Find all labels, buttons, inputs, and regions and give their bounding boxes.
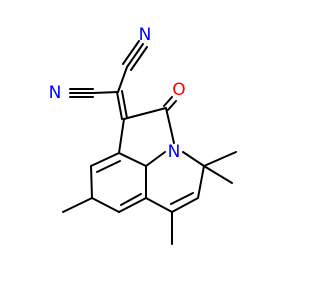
bond-layer <box>62 40 237 245</box>
structure-drawing: N N O N <box>49 25 237 245</box>
bond-c5-c6-double <box>170 192 199 213</box>
atom-label-layer: N N O N <box>49 25 186 162</box>
bond-c8a-c8b <box>118 152 147 167</box>
atom-label-n-top: N <box>139 25 152 45</box>
bond-n-c8b <box>145 151 166 167</box>
bond-c9-c10 <box>90 165 93 199</box>
bond-c10-c11 <box>91 197 120 213</box>
bond-n-c4 <box>182 151 205 167</box>
bond-c-cn-left <box>92 91 119 94</box>
atom-label-n-ring: N <box>168 142 181 162</box>
bond-c-cn-top <box>117 66 128 93</box>
carbonyl-double-bond <box>163 96 177 111</box>
bond-c2-n <box>165 107 175 144</box>
methyl-bond-c10 <box>62 197 93 213</box>
molecule-diagram: N N O N <box>48 25 237 245</box>
atom-label-n-left: N <box>49 83 62 103</box>
bond-c1-c2 <box>123 107 167 120</box>
nitrile-bond-left <box>69 88 94 98</box>
bond-c8a-c9-double <box>90 152 121 173</box>
methyl-bond-c4-a <box>203 151 237 167</box>
methyl-bond-c4-b <box>203 165 233 184</box>
atom-label-o-carbonyl: O <box>172 80 185 100</box>
exocyclic-double-bond <box>116 90 128 120</box>
bond-c11-c6a-double <box>118 193 147 213</box>
bond-c4-c5 <box>197 165 205 199</box>
bond-c6-c6a <box>145 197 173 213</box>
bond-c1-c8a <box>118 118 125 154</box>
nitrile-bond-top <box>122 40 148 71</box>
